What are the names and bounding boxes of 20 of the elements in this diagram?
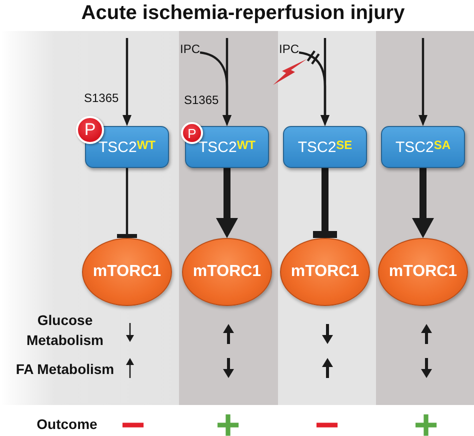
- arrow: [122, 38, 132, 126]
- protein-box: TSC2$^{SE}$: [283, 126, 367, 168]
- edge-label: S1365: [184, 93, 219, 107]
- edge-label: S1365: [84, 91, 119, 105]
- protein-box: TSC2$^{SA}$: [381, 126, 465, 168]
- arrow: [412, 168, 434, 238]
- plus-sign: +: [414, 412, 438, 436]
- diagram-title: Acute ischemia-reperfusion injury: [81, 1, 405, 25]
- stimulus-label: IPC: [180, 42, 200, 56]
- plus-sign: +: [216, 412, 240, 436]
- arrow: [418, 38, 428, 126]
- row-label: Outcome: [36, 415, 98, 434]
- row-label: FA Metabolism: [16, 360, 114, 379]
- minus-sign: −: [120, 412, 146, 436]
- row-label: Glucose Metabolism: [25, 311, 104, 350]
- arrow: [216, 168, 238, 238]
- stimulus-label: IPC: [279, 42, 300, 56]
- arrow: [200, 51, 232, 126]
- minus-sign: −: [314, 412, 340, 436]
- arrow: [298, 50, 330, 128]
